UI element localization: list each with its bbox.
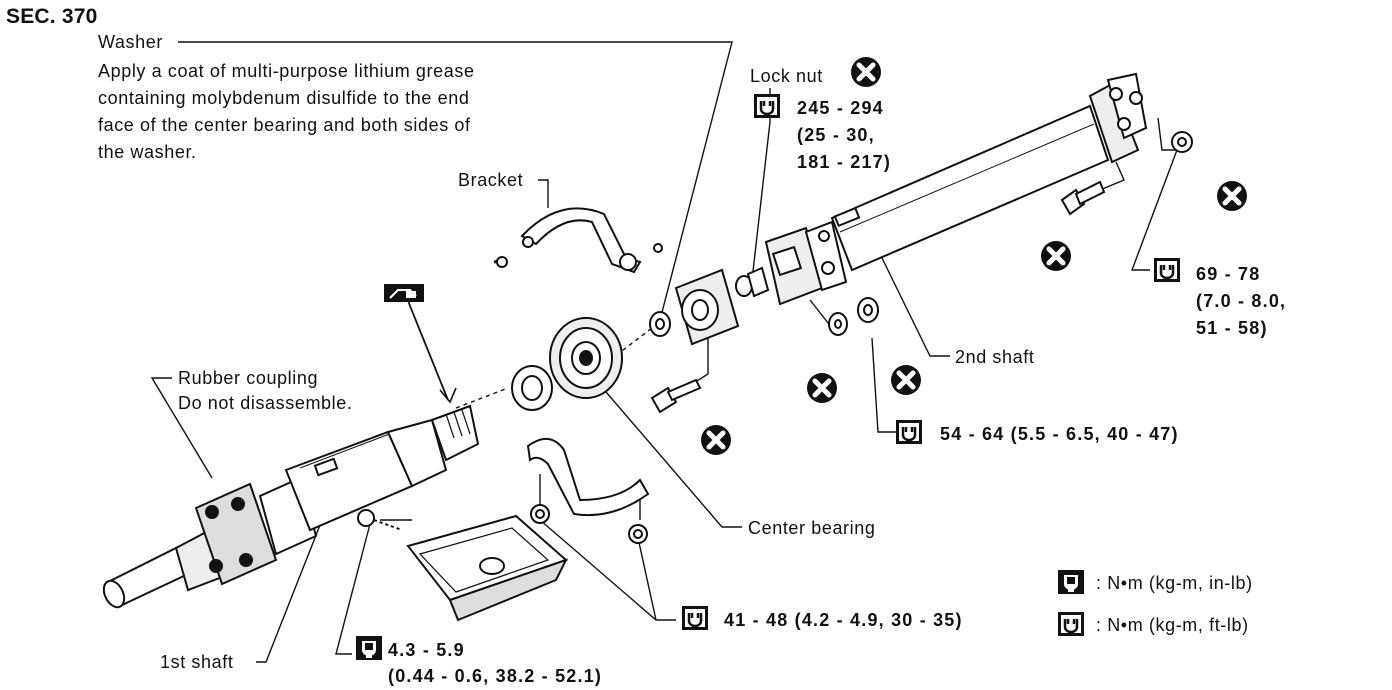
torque-line: 181 - 217) [797, 152, 892, 172]
washer-title: Washer [98, 32, 163, 52]
bracket-label: Bracket [458, 170, 524, 190]
center-nut-washer [828, 297, 879, 336]
washer-part [649, 311, 671, 337]
legend-ft-lb: : N•m (kg-m, ft-lb) [1096, 615, 1249, 635]
bracket-nut-torque: 41 - 48 (4.2 - 4.9, 30 - 35) [724, 610, 963, 630]
washer-note-line: containing molybdenum disulfide to the e… [98, 88, 470, 108]
first-shaft-label: 1st shaft [160, 652, 234, 672]
lock-nut-part [735, 266, 770, 298]
flange-bolt [1060, 180, 1106, 216]
heat-shield-bolt-torque: 4.3 - 5.9 (0.44 - 0.6, 38.2 - 52.1) [388, 637, 602, 689]
section-number: SEC. 370 [6, 5, 98, 28]
rubber-coupling-label: Rubber coupling Do not disassemble. [178, 366, 352, 416]
do-not-disassemble-text: Do not disassemble. [178, 393, 353, 413]
washer-note-line: face of the center bearing and both side… [98, 115, 471, 135]
rubber-coupling-text: Rubber coupling [178, 368, 319, 388]
torque-line: (7.0 - 8.0, [1196, 291, 1287, 311]
lock-nut-torque: 245 - 294 (25 - 30, 181 - 217) [797, 95, 891, 176]
washer-note-line: Apply a coat of multi-purpose lithium gr… [98, 61, 475, 81]
center-nut-torque: 54 - 64 (5.5 - 6.5, 40 - 47) [940, 424, 1179, 444]
torque-line: (0.44 - 0.6, 38.2 - 52.1) [388, 666, 603, 686]
lock-nut-label: Lock nut [750, 66, 823, 86]
legend-in-lb: : N•m (kg-m, in-lb) [1096, 573, 1253, 593]
flange-nut [1171, 131, 1193, 153]
leader-lines [150, 41, 1181, 663]
first-shaft [102, 404, 480, 609]
flange-nut-torque: 69 - 78 (7.0 - 8.0, 51 - 58) [1196, 261, 1286, 342]
center-bearing-label: Center bearing [748, 518, 876, 538]
washer-note: Apply a coat of multi-purpose lithium gr… [98, 58, 475, 166]
center-bearing [511, 317, 623, 411]
torque-line: (25 - 30, [797, 125, 875, 145]
torque-line: 4.3 - 5.9 [388, 640, 465, 660]
lower-bracket [526, 438, 650, 544]
upper-bracket [493, 207, 663, 274]
second-shaft [764, 72, 1148, 306]
torque-line: 51 - 58) [1196, 318, 1268, 338]
center-bolt [650, 378, 702, 414]
heat-shield [406, 514, 568, 622]
torque-line: 245 - 294 [797, 98, 884, 118]
second-shaft-label: 2nd shaft [955, 347, 1035, 367]
bracket-nuts [535, 509, 643, 539]
heat-shield-bolt [357, 509, 403, 531]
torque-line: 69 - 78 [1196, 264, 1261, 284]
washer-note-line: the washer. [98, 142, 197, 162]
companion-flange [674, 268, 740, 346]
grease-icon [384, 284, 424, 302]
